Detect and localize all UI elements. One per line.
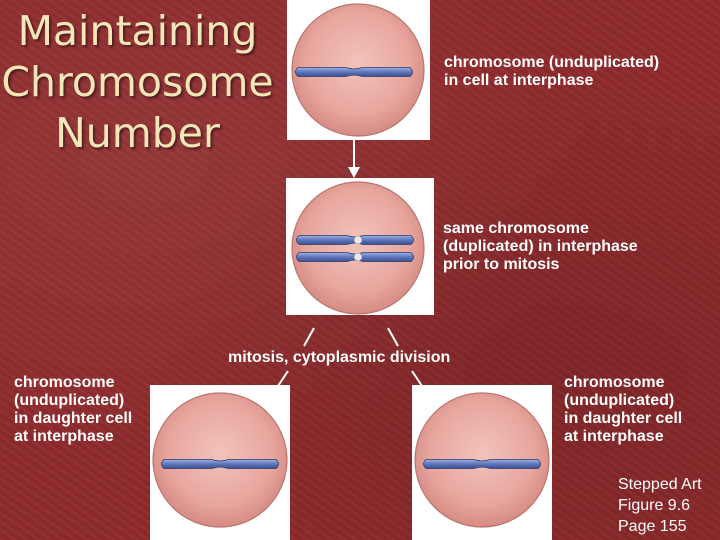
credit-line: Page 155: [618, 518, 687, 535]
slide-title-line-3: Number: [55, 109, 220, 157]
figure-credit: Stepped Art Figure 9.6 Page 155: [618, 474, 702, 537]
chromosome-unduplicated: [423, 459, 541, 469]
caption-daughter-right: chromosome (unduplicated) in daughter ce…: [564, 374, 682, 446]
cell-membrane: [414, 392, 550, 528]
cell-panel-interphase: [287, 0, 430, 140]
caption-line: at interphase: [14, 428, 114, 445]
caption-line: same chromosome: [443, 220, 589, 237]
caption-line: (unduplicated): [14, 392, 125, 409]
caption-line: (duplicated) in interphase: [443, 238, 638, 255]
caption-duplicated: same chromosome (duplicated) in interpha…: [443, 220, 638, 274]
slide-title-line-1: Maintaining: [17, 7, 258, 55]
caption-daughter-left: chromosome (unduplicated) in daughter ce…: [14, 374, 132, 446]
credit-line: Figure 9.6: [618, 497, 691, 514]
split-line-upper-left: [303, 327, 315, 347]
caption-line: in daughter cell: [564, 410, 683, 427]
caption-interphase: chromosome (unduplicated) in cell at int…: [444, 54, 659, 90]
caption-line: prior to mitosis: [443, 256, 560, 273]
cell-panel-daughter-left: [150, 385, 290, 540]
caption-line: (unduplicated): [564, 392, 675, 409]
split-line-lower-left: [277, 370, 289, 387]
chromosome-unduplicated: [295, 67, 413, 77]
cell-membrane: [152, 392, 288, 528]
caption-line: chromosome: [14, 374, 115, 391]
caption-line: at interphase: [564, 428, 664, 445]
division-lines: [277, 327, 423, 387]
arrow-down: [348, 140, 360, 178]
cell-panel-duplicated: [286, 178, 434, 315]
cell-panel-daughter-right: [412, 385, 552, 540]
chromosome-unduplicated: [161, 459, 279, 469]
centromere: [353, 235, 363, 245]
slide-title-line-2: Chromosome: [1, 58, 274, 106]
caption-line: chromosome (unduplicated): [444, 54, 660, 71]
split-line-lower-right: [411, 370, 423, 387]
caption-line: chromosome: [564, 374, 665, 391]
slide-title: Maintaining Chromosome Number: [0, 6, 275, 159]
credit-line: Stepped Art: [618, 476, 702, 493]
caption-line: in daughter cell: [14, 410, 133, 427]
caption-division: mitosis, cytoplasmic division: [228, 349, 451, 366]
centromere: [353, 252, 363, 262]
cell-membrane: [291, 181, 425, 315]
arrow-head: [348, 167, 360, 178]
split-line-upper-right: [387, 327, 399, 347]
caption-line: in cell at interphase: [444, 72, 594, 89]
